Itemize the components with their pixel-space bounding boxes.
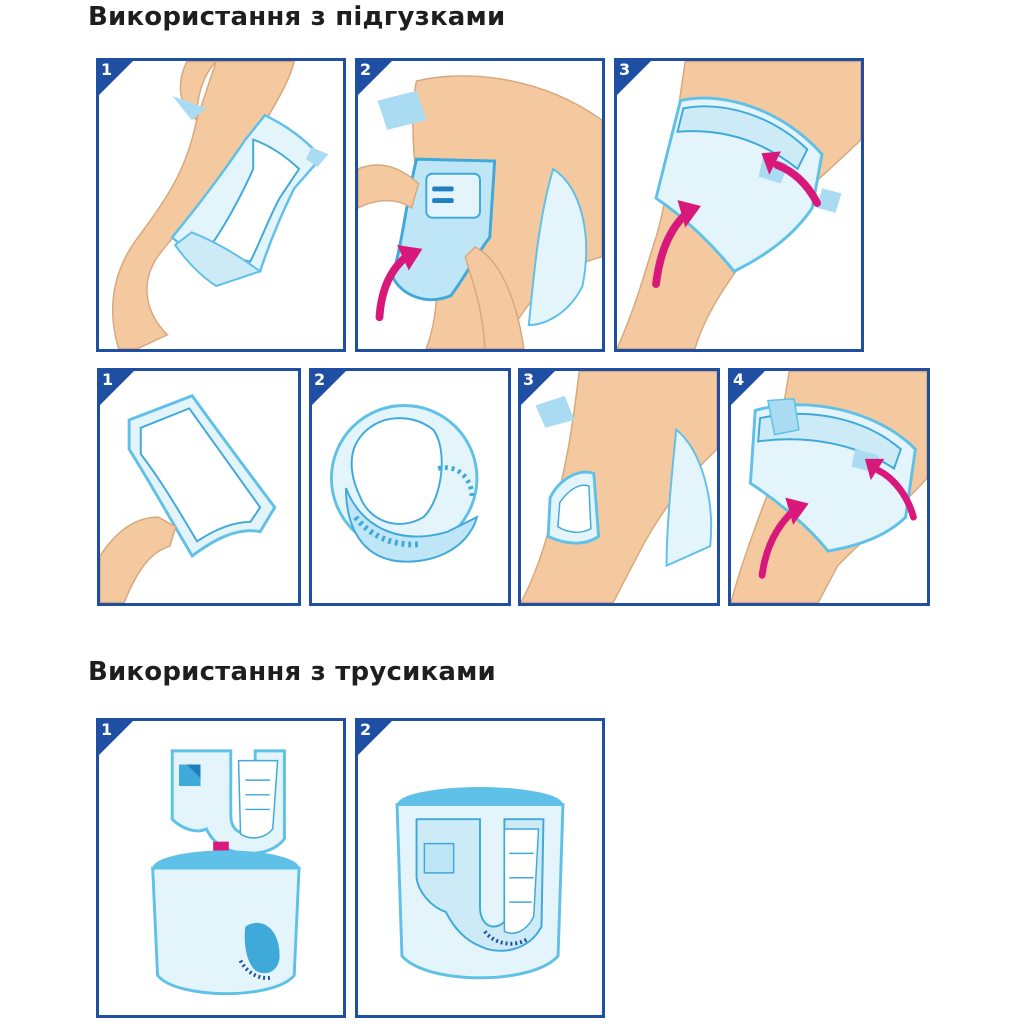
step-number: 2 xyxy=(360,60,372,79)
step-number: 1 xyxy=(101,60,113,79)
diaper-step-2-panel: 2 xyxy=(355,58,605,352)
step-number: 2 xyxy=(360,720,372,739)
step-number: 1 xyxy=(102,370,114,389)
pants-step-2-panel: 2 xyxy=(355,718,605,1018)
step-badge: 3 xyxy=(617,60,653,97)
step-badge: 2 xyxy=(358,720,394,757)
diaper-step-2-illustration xyxy=(358,75,602,349)
step-number: 3 xyxy=(619,60,631,79)
insert-step-2-panel: 2 xyxy=(309,368,511,606)
insert-step-4-illustration xyxy=(731,371,927,603)
diaper-step-3-illustration xyxy=(617,61,861,349)
step-badge: 1 xyxy=(99,60,135,97)
step-number: 2 xyxy=(314,370,326,389)
insert-step-1-panel: 1 xyxy=(97,368,301,606)
step-badge: 1 xyxy=(99,720,135,757)
step-badge: 3 xyxy=(521,370,557,407)
diaper-step-3-panel: 3 xyxy=(614,58,864,352)
step-number: 4 xyxy=(733,370,745,389)
section-title-pants: Використання з трусиками xyxy=(88,657,496,687)
insert-step-3-illustration xyxy=(521,371,717,603)
pants-step-1-illustration xyxy=(151,749,301,996)
step-badge: 2 xyxy=(312,370,348,407)
step-number: 3 xyxy=(523,370,535,389)
step-badge: 4 xyxy=(731,370,767,407)
diaper-step-1-panel: 1 xyxy=(96,58,346,352)
diaper-step-1-illustration xyxy=(112,61,329,349)
insert-step-4-panel: 4 xyxy=(728,368,930,606)
step-number: 1 xyxy=(101,720,113,739)
section-title-diapers: Використання з підгузками xyxy=(88,2,506,32)
step-badge: 1 xyxy=(100,370,136,407)
pants-step-2-illustration xyxy=(395,786,565,980)
step-badge: 2 xyxy=(358,60,394,97)
insert-step-1-illustration xyxy=(100,394,277,603)
insert-step-2-illustration xyxy=(329,404,479,563)
insert-step-3-panel: 3 xyxy=(518,368,720,606)
pants-step-1-panel: 1 xyxy=(96,718,346,1018)
